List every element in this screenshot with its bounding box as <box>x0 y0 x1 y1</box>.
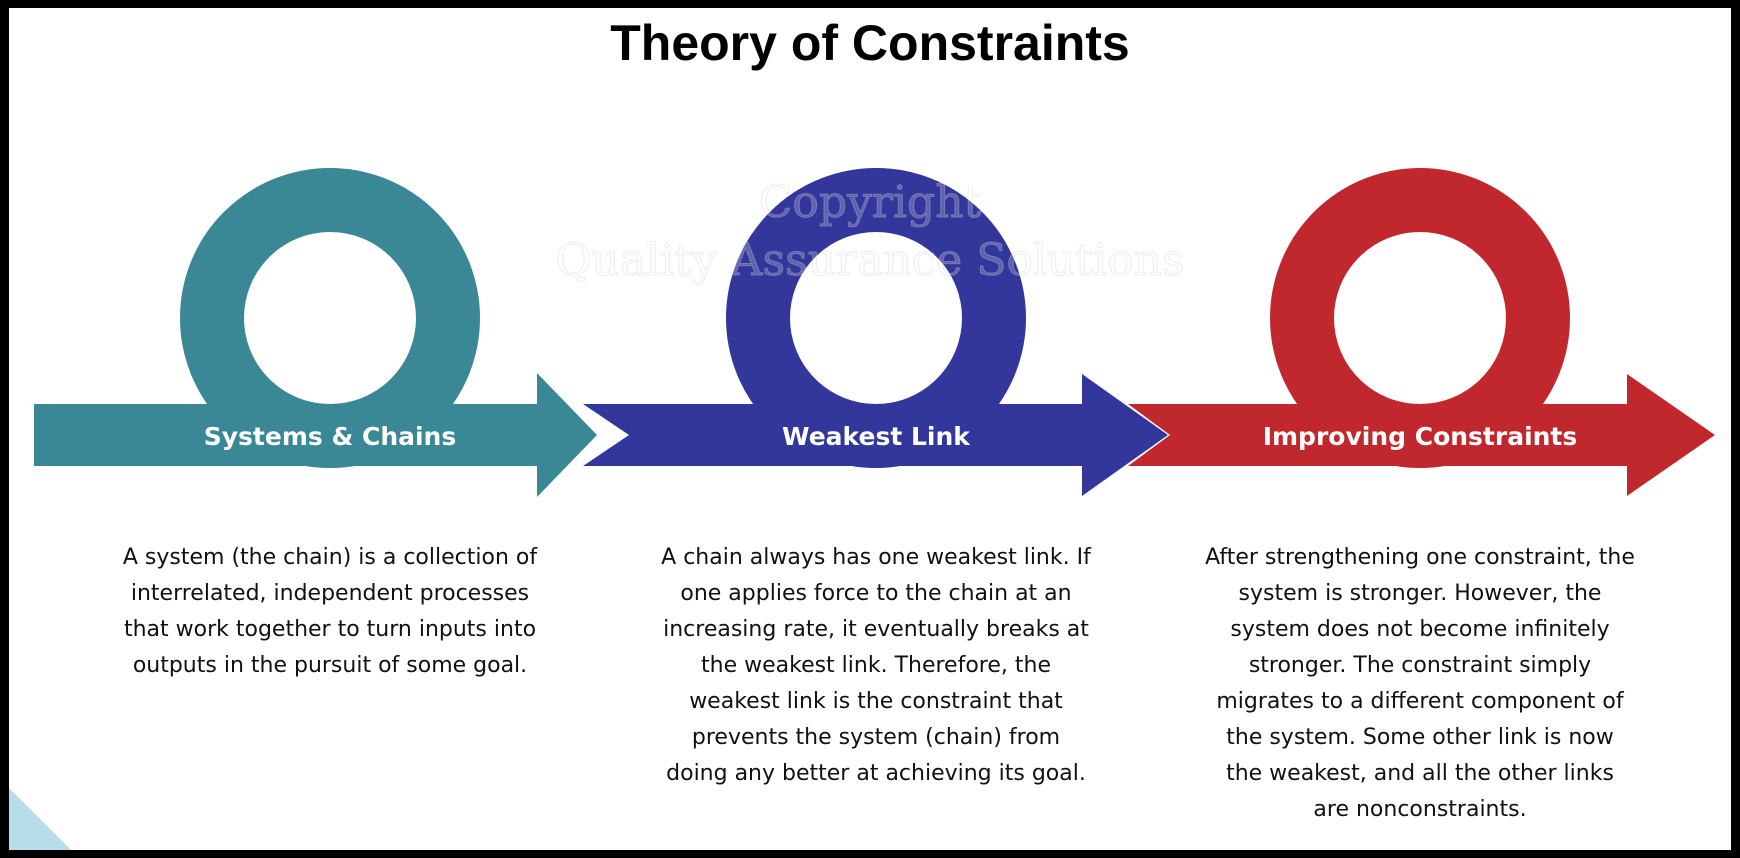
step-3-description: After strengthening one constraint, the … <box>1205 545 1635 822</box>
step-1-arrow <box>34 373 597 497</box>
step-2-description: A chain always has one weakest link. If … <box>661 545 1091 786</box>
step-3-arrow <box>1128 374 1715 496</box>
step-1-description: A system (the chain) is a collection of … <box>122 545 538 678</box>
corner-accent <box>9 788 71 850</box>
step-3-label: Improving Constraints <box>1263 422 1578 451</box>
step-3-loop <box>1270 168 1570 468</box>
step-3-shape: Improving Constraints <box>1128 168 1715 496</box>
step-1-label: Systems & Chains <box>204 422 457 451</box>
step-2-shape: Weakest Link <box>583 168 1168 496</box>
page-title: Theory of Constraints <box>610 15 1130 71</box>
step-2-arrow <box>583 374 1168 496</box>
step-1-loop <box>180 168 480 468</box>
step-2-loop <box>726 168 1026 468</box>
step-2-label: Weakest Link <box>782 422 971 451</box>
step-1-shape: Systems & Chains <box>34 168 597 497</box>
